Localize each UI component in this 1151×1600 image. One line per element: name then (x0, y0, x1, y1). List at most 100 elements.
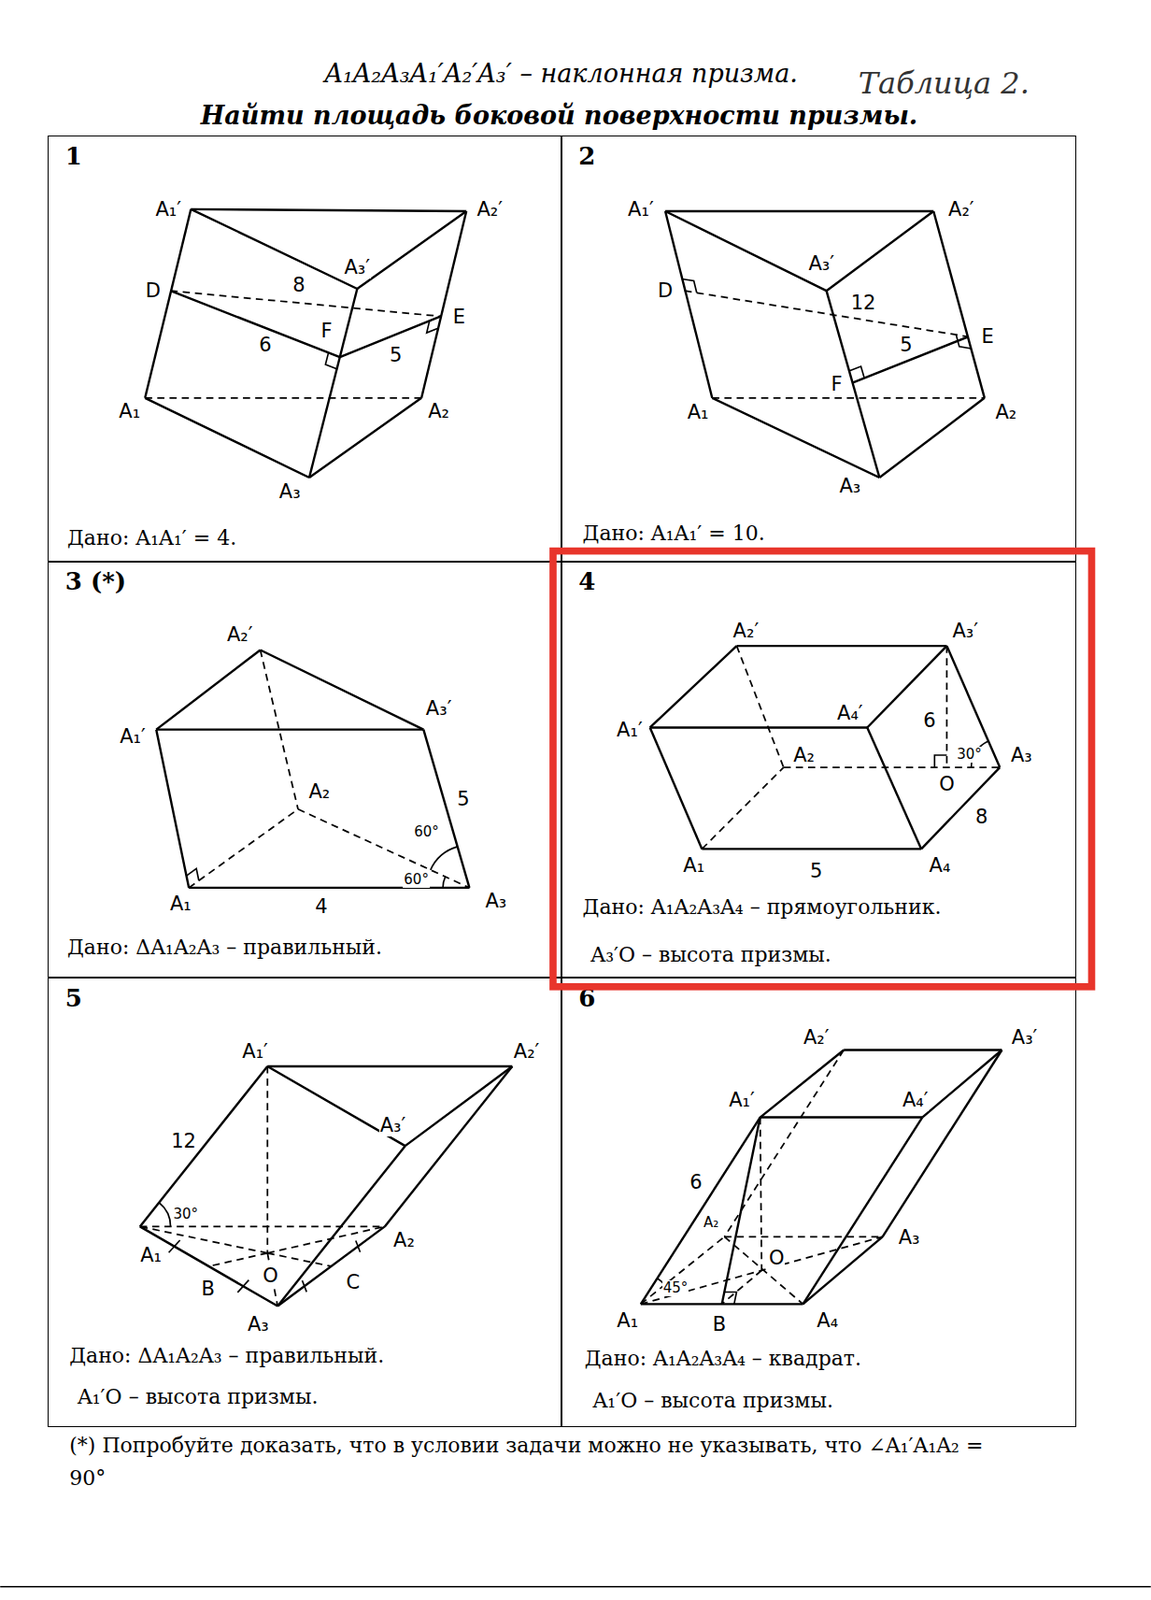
hidden-edge (208, 1252, 268, 1266)
vertex-label: A₁′ (118, 724, 147, 748)
given-text: Дано: ΔA₁A₂A₃ – правильный. (67, 935, 383, 959)
vertex-label: A₁ (169, 892, 193, 915)
given-text: Дано: ΔA₁A₂A₃ – правильный. (69, 1343, 384, 1367)
given-text: A₁′O – высота призмы. (77, 1384, 319, 1408)
vertex-label: A₂ (792, 743, 816, 767)
prism-edge (309, 397, 422, 478)
vertex-label: A₁ (117, 399, 142, 423)
vertex-label: A₃′ (379, 1113, 408, 1137)
vertex-label: 5 (898, 333, 913, 356)
right-angle-mark (955, 334, 971, 349)
prism-edge (922, 1050, 1002, 1118)
vertex-label: D (144, 279, 162, 302)
hidden-edge (724, 1236, 803, 1304)
right-angle-mark (325, 352, 337, 369)
vertex-label: 30° (171, 1206, 199, 1223)
right-angle-mark (426, 320, 439, 333)
rule-line (0, 1585, 1151, 1588)
prism-edge (711, 397, 880, 478)
vertex-label: A₁ (682, 853, 706, 877)
vertex-label: D (656, 279, 674, 302)
vertex-label: A₃′ (807, 252, 836, 275)
prism-edge (156, 729, 189, 888)
vertex-label: A₂ (307, 780, 331, 803)
caption: (*) Попробуйте доказать, что в условии з… (69, 1428, 988, 1494)
vertex-label: 5 (455, 787, 470, 810)
vertex-label: A₂′ (802, 1025, 831, 1049)
vertex-label: A₁′ (626, 198, 655, 221)
vertex-label: E (980, 325, 995, 348)
prism-edge (156, 650, 260, 730)
prism-edge (650, 725, 868, 728)
vertex-label: 30° (955, 746, 983, 763)
vertex-label: 45° (662, 1279, 690, 1296)
hidden-edge (144, 397, 422, 399)
hidden-edge (724, 1050, 844, 1237)
vertex-label: A₂′ (512, 1039, 541, 1063)
vertex-label: A₂ (426, 399, 451, 423)
cell-number: 6 (578, 984, 596, 1013)
cell-number: 4 (578, 568, 596, 597)
hidden-edge (266, 1065, 269, 1253)
prism-edge (882, 1050, 1003, 1237)
vertex-label: A₂ (994, 400, 1019, 424)
prism-edge (260, 650, 425, 730)
vertex-label: 12 (850, 291, 878, 314)
prism-edge (737, 644, 948, 647)
vertex-label: A₃′ (951, 619, 980, 642)
subtitle: Найти площадь боковой поверхности призмы… (200, 100, 918, 130)
prism-edge (384, 1065, 512, 1226)
vertex-label: O (767, 1246, 786, 1269)
prism-edge (802, 1236, 882, 1304)
vertex-label: A₁ (615, 1308, 640, 1332)
given-text: Дано: A₁A₁′ = 4. (67, 525, 237, 550)
vertex-label: A₃ (278, 480, 302, 503)
vertex-label: A₃′ (425, 696, 454, 720)
right-angle-mark (682, 278, 697, 293)
vertex-label: A₁′ (154, 198, 183, 221)
prism-edge (946, 645, 1000, 768)
prism-edge (190, 209, 467, 212)
cell-number: 3 (*) (65, 568, 127, 597)
angle-arc (442, 876, 446, 888)
table-cell: 5Дано: ΔA₁A₂A₃ – правильный. A₁′O – высот… (47, 977, 561, 1427)
vertex-label: C (345, 1270, 362, 1294)
table-cell: 4Дано: A₁A₂A₃A₄ – прямоугольник.A₃′O – в… (561, 561, 1078, 979)
vertex-label: A₂′ (732, 619, 761, 642)
vertex-label: F (830, 372, 844, 396)
vertex-label: A₃ (483, 889, 508, 912)
tick-mark (237, 1279, 249, 1293)
vertex-label: A₂′ (947, 198, 976, 221)
prism-edge (760, 1050, 845, 1118)
vertex-label: O (937, 772, 956, 796)
vertex-label: A₁′ (241, 1039, 270, 1063)
hidden-edge (140, 1225, 385, 1228)
vertex-label: A₂′ (226, 623, 255, 646)
prism-edge (421, 211, 467, 398)
hidden-edge (737, 645, 784, 768)
hidden-edge (783, 766, 1000, 768)
prism-edge (665, 211, 827, 291)
vertex-label: 8 (291, 273, 306, 297)
angle-arc (158, 1202, 171, 1227)
vertex-label: A₃′ (1010, 1025, 1039, 1049)
prism-edge (144, 209, 191, 398)
cell-number: 5 (65, 984, 83, 1013)
vertex-label: 12 (170, 1129, 198, 1152)
hidden-edge (640, 1236, 725, 1304)
vertex-label: A₄′ (836, 701, 865, 725)
tick-mark (169, 1239, 181, 1252)
prism-edge (650, 726, 703, 849)
vertex-label: B (711, 1312, 727, 1336)
vertex-label: 6 (688, 1170, 703, 1194)
vertex-label: 60° (402, 871, 430, 888)
given-text: Дано: A₁A₁′ = 10. (582, 521, 766, 545)
prism-edge (170, 290, 341, 357)
prism-edge (843, 1048, 1002, 1051)
hidden-edge (260, 650, 299, 810)
given-text: A₃′O – высота призмы. (590, 942, 832, 967)
vertex-label: A₁′ (727, 1088, 756, 1111)
table-cell: 3 (*) Дано: ΔA₁A₂A₃ – правильный. (47, 561, 561, 979)
cell-number: 1 (65, 142, 83, 171)
